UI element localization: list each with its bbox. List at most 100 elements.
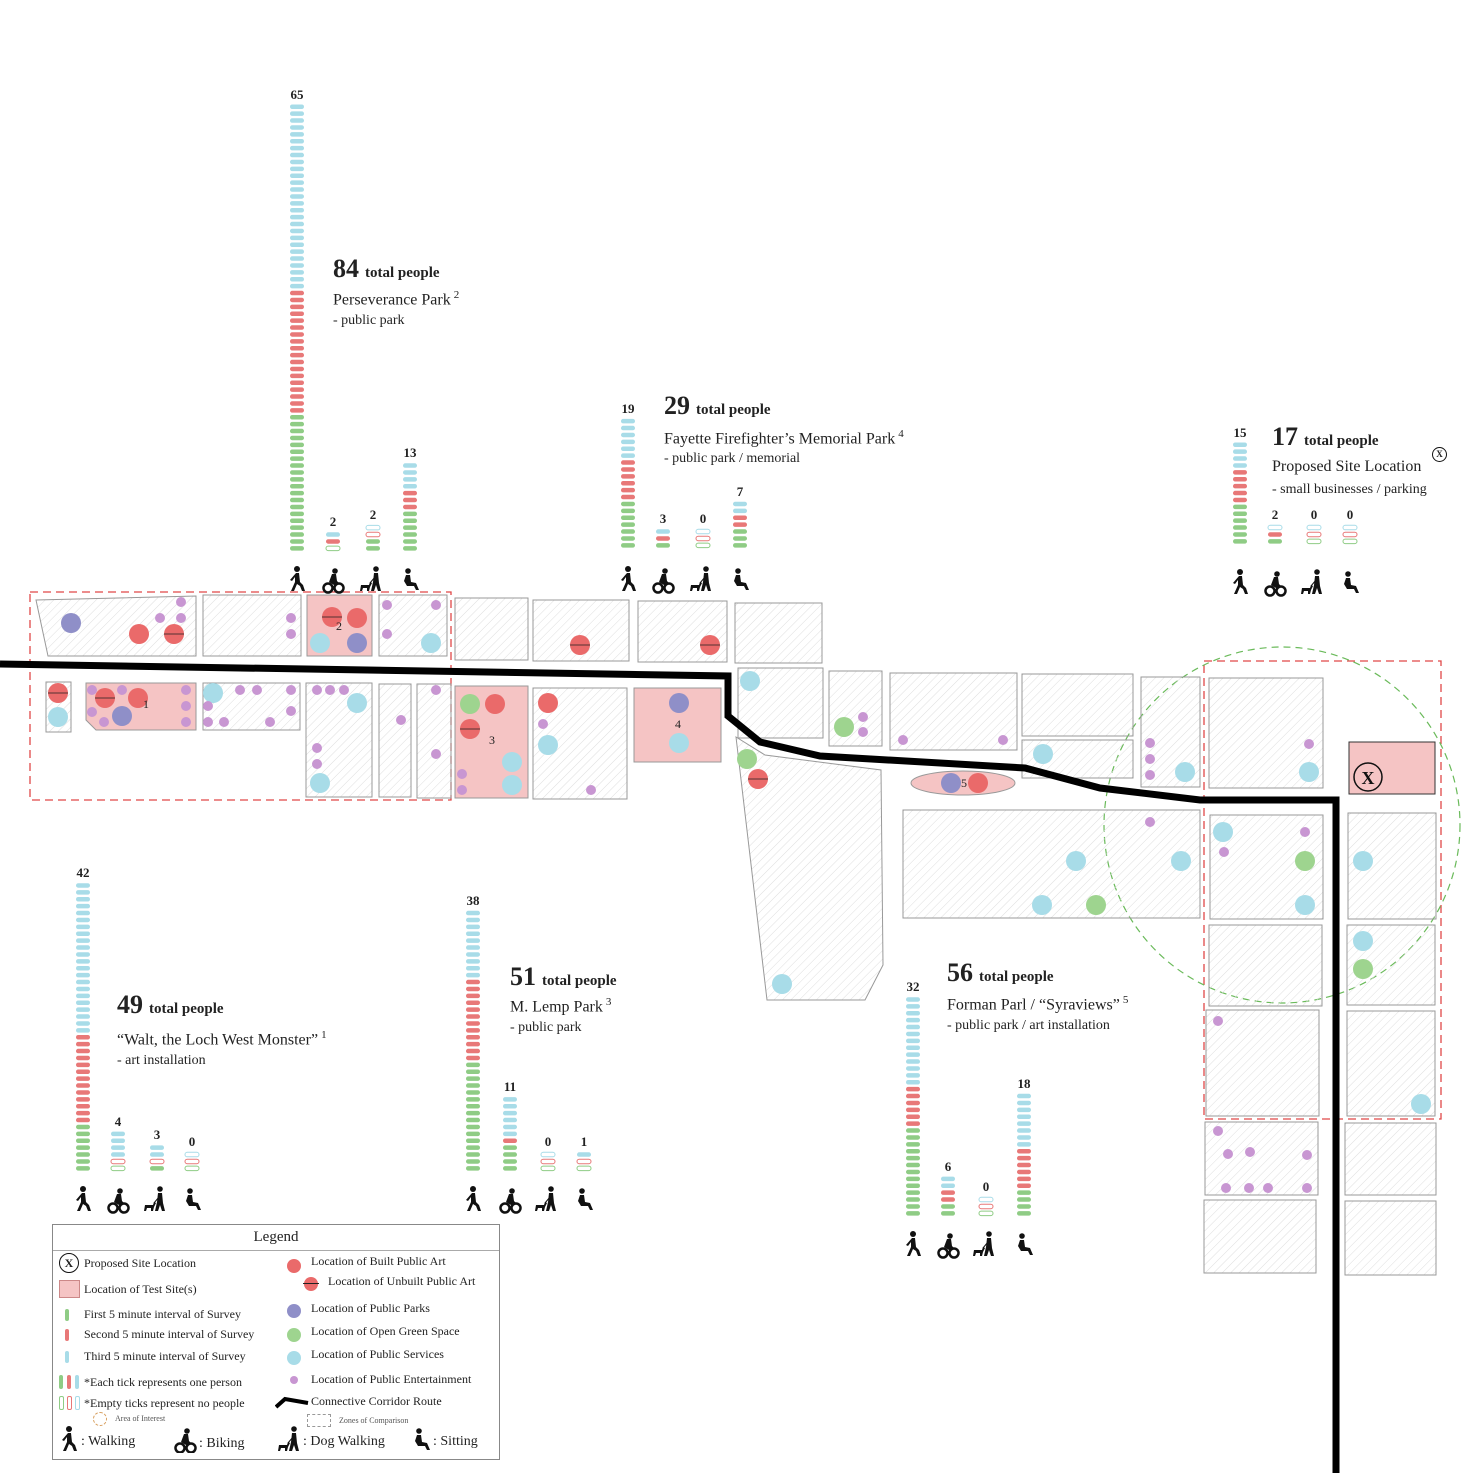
person-tick (1017, 1100, 1031, 1106)
legend-zones: Zones of Comparison (339, 1416, 409, 1425)
public-service-marker (1033, 744, 1053, 764)
person-tick (466, 1124, 480, 1130)
person-tick (621, 515, 635, 520)
person-tick (906, 1190, 920, 1195)
public-service-marker (538, 735, 558, 755)
person-tick (1233, 532, 1247, 537)
person-tick (906, 1211, 920, 1216)
person-tick (466, 1007, 480, 1012)
person-tick (503, 1124, 517, 1130)
person-tick (403, 490, 417, 496)
public-service-marker (772, 974, 792, 994)
empty-tick (576, 1158, 592, 1165)
person-tick (466, 945, 480, 950)
person-tick (466, 931, 480, 936)
site-desc: - small businesses / parking (1272, 482, 1427, 497)
person-tick (1017, 1169, 1031, 1175)
person-tick (466, 979, 480, 985)
person-tick (76, 986, 90, 992)
biking-icon (937, 1231, 960, 1259)
person-tick (906, 997, 920, 1002)
person-tick (76, 1055, 90, 1061)
person-tick (906, 1114, 920, 1119)
person-tick (290, 380, 304, 385)
public-service-marker (740, 671, 760, 691)
count-biking: 4 (114, 1113, 122, 1129)
empty-tick (365, 524, 381, 531)
person-tick (76, 1104, 90, 1109)
person-tick (76, 1110, 90, 1116)
proposed-site-marker-label: X (1362, 768, 1375, 788)
person-tick (621, 522, 635, 527)
person-tick (906, 1155, 920, 1161)
person-tick (503, 1117, 517, 1123)
person-tick (290, 139, 304, 144)
person-tick (941, 1197, 955, 1202)
empty-tick (576, 1165, 592, 1172)
site-name: “Walt, the Loch West Monster”1 (117, 1029, 327, 1049)
person-tick (906, 1045, 920, 1050)
person-tick (1233, 490, 1247, 496)
person-tick (621, 460, 635, 465)
person-tick (1233, 449, 1247, 454)
count-sitting: 18 (1017, 1075, 1031, 1091)
person-tick (906, 1031, 920, 1037)
legend-proposed-site: Proposed Site Location (84, 1256, 196, 1270)
person-tick (76, 1076, 90, 1081)
person-tick (290, 104, 304, 109)
walking-icon (621, 566, 636, 591)
green-swatch (287, 1328, 301, 1342)
built-art-swatch (287, 1259, 301, 1273)
map-label-site-3: 3 (489, 733, 495, 747)
person-tick (290, 339, 304, 344)
sitting-icon (411, 1425, 433, 1458)
legend-each-tick: *Each tick represents one person (84, 1375, 242, 1389)
empty-tick (1342, 524, 1358, 531)
empty-tick (540, 1158, 556, 1165)
total-number: 84 (333, 254, 359, 283)
empty-tick (149, 1158, 165, 1165)
person-tick (1233, 504, 1247, 510)
empty-tick (540, 1165, 556, 1172)
public-service-marker (48, 707, 68, 727)
open-green-marker (834, 717, 854, 737)
person-tick (941, 1176, 955, 1182)
empty-tick (978, 1196, 994, 1203)
biking-icon (652, 566, 675, 594)
person-tick (150, 1166, 164, 1171)
person-tick (290, 539, 304, 544)
person-tick (466, 1090, 480, 1095)
connective-corridor-route (0, 660, 1340, 1473)
built-art-marker (485, 694, 505, 714)
person-tick (76, 1028, 90, 1033)
person-tick (906, 1169, 920, 1175)
person-tick (733, 543, 747, 548)
person-tick (733, 508, 747, 514)
person-tick (76, 1145, 90, 1150)
site-desc: - public park (510, 1020, 582, 1035)
zone-of-comparison-east (1203, 660, 1442, 1120)
person-tick (403, 463, 417, 468)
person-tick (906, 1183, 920, 1188)
person-tick (656, 543, 670, 548)
count-walking: 15 (1233, 424, 1247, 440)
person-tick (733, 501, 747, 507)
built-art-marker (129, 624, 149, 644)
person-tick (466, 924, 480, 930)
person-tick (906, 1073, 920, 1078)
person-tick (290, 415, 304, 420)
person-tick (466, 1145, 480, 1150)
second-interval-swatch (65, 1329, 69, 1341)
person-tick (290, 346, 304, 351)
count-walking: 38 (466, 892, 480, 908)
count-walking: 19 (621, 400, 635, 416)
person-tick (290, 504, 304, 510)
empty-tick (978, 1210, 994, 1217)
person-tick (290, 421, 304, 427)
person-tick (290, 221, 304, 227)
person-tick (503, 1110, 517, 1116)
legend-sitting: : Sitting (433, 1434, 478, 1449)
empty-tick (1306, 531, 1322, 538)
person-tick (906, 1004, 920, 1009)
empty-tick (365, 531, 381, 538)
